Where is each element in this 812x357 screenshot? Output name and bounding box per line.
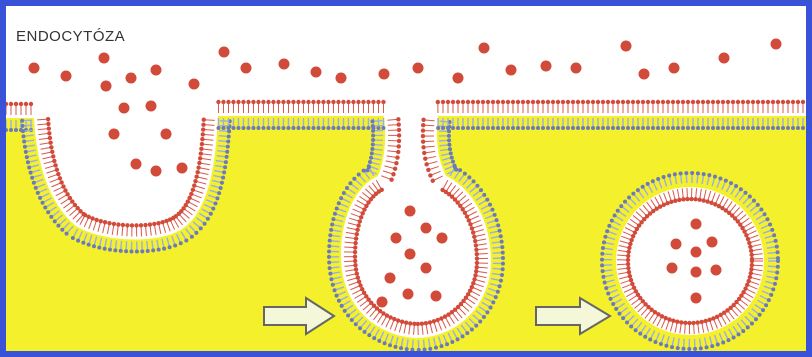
diagram-panel: ENDOCYTÓZA (6, 6, 806, 351)
diagram-title: ENDOCYTÓZA (16, 28, 125, 45)
endocytosis-diagram (6, 6, 806, 351)
